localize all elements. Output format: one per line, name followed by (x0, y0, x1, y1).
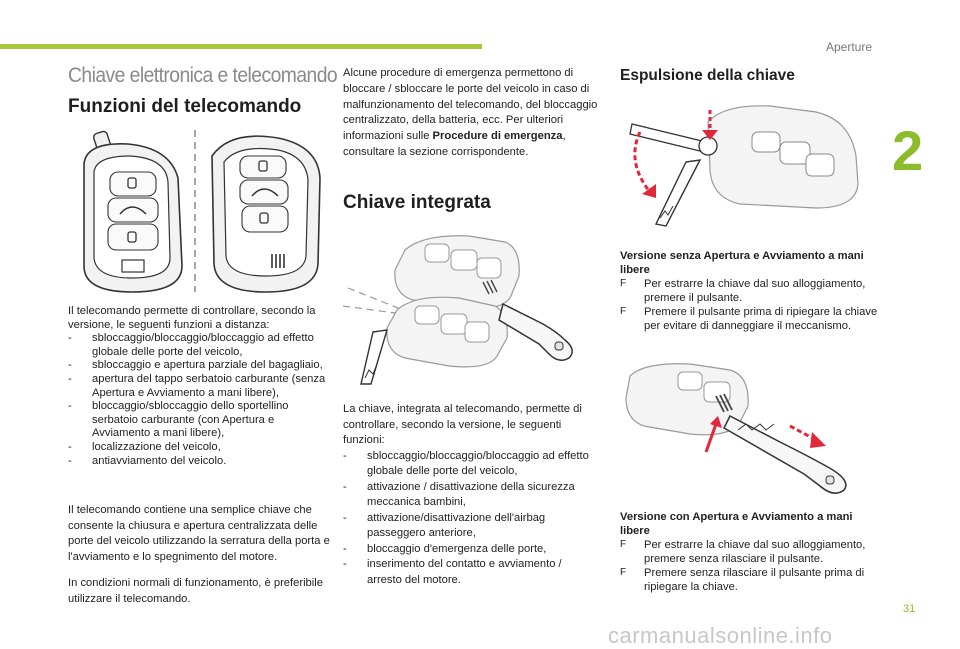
flag-bullet-icon: F (620, 539, 627, 551)
header-accent-bar (0, 44, 482, 49)
list-item: - apertura del tappo serbatoio carburante… (68, 373, 328, 400)
flag-bullet-icon: F (620, 278, 627, 290)
subhead-without-handsfree: Versione senza Apertura e Avviamento a m… (620, 250, 864, 276)
dash-bullet: - (343, 511, 347, 524)
list-item-text: localizzazione del veicolo, (92, 440, 221, 453)
list-item: - localizzazione del veicolo, (68, 441, 328, 455)
list-item-text: bloccaggio d'emergenza delle porte, (367, 542, 547, 555)
list-item-text: inserimento del contatto e avviamento / … (367, 558, 562, 586)
recommendation-text: In condizioni normali di funzionamento, … (68, 577, 323, 605)
integrated-key-illustration (343, 235, 573, 385)
ejection-list-handsfree: F Per estrarre la chiave dal suo alloggia… (620, 538, 882, 594)
emergency-procedures-ref: Procedure di emergenza (432, 130, 563, 143)
list-item-text: antiavviamento del veicolo. (92, 454, 227, 467)
remote-functions-intro: Il telecomando permette di controllare, … (68, 305, 316, 331)
key-fob-closed (394, 235, 520, 310)
dash-bullet: - (68, 440, 72, 453)
list-item-text: Premere il pulsante prima di ripiegare l… (644, 306, 878, 333)
list-item: - sbloccaggio e apertura parziale del bag… (68, 359, 328, 373)
list-item: - inserimento del contatto e avviamento /… (343, 557, 598, 588)
chapter-number: 2 (892, 119, 924, 182)
heading-key-ejection: Espulsione della chiave (620, 67, 795, 84)
emergency-text-b: , consultare la sezione corrispondente. (343, 130, 566, 158)
emergency-procedures-paragraph: Alcune procedure di emergenza permettono… (343, 66, 598, 161)
list-item-text: Per estrarre la chiave dal suo alloggiam… (644, 539, 866, 566)
key-ejection-illustration-2 (625, 363, 847, 494)
dash-bullet: - (343, 542, 347, 555)
chapter-label: Aperture (825, 40, 872, 54)
dash-bullet: - (343, 480, 347, 493)
flag-bullet-icon: F (620, 306, 627, 318)
list-item: F Premere il pulsante prima di ripiegare … (620, 305, 880, 333)
list-item: - attivazione / disattivazione della sicu… (343, 480, 598, 511)
integrated-key-intro: La chiave, integrata al telecomando, per… (343, 403, 582, 446)
heading-remote-functions: Funzioni del telecomando (68, 96, 302, 117)
remote-functions-block: Il telecomando permette di controllare, … (68, 305, 328, 468)
remote-fob-right (211, 135, 321, 293)
dash-bullet: - (68, 372, 72, 385)
heading-integrated-key: Chiave integrata (343, 192, 491, 213)
key-fob-open (360, 296, 573, 385)
ejection-block-standard: Versione senza Apertura e Avviamento a m… (620, 250, 880, 333)
page-number: 31 (903, 603, 916, 615)
list-item: - sbloccaggio/bloccaggio/bloccaggio ad ef… (68, 332, 328, 359)
list-item: F Per estrarre la chiave dal suo alloggia… (620, 538, 882, 566)
ejection-block-handsfree: Versione con Apertura e Avviamento a man… (620, 511, 882, 594)
integrated-key-list: - sbloccaggio/bloccaggio/bloccaggio ad ef… (343, 449, 598, 589)
dash-bullet: - (343, 449, 347, 462)
press-arrow-icon (702, 110, 718, 140)
dash-bullet: - (68, 400, 72, 413)
dash-bullet: - (68, 359, 72, 372)
press-arrow-icon (704, 416, 722, 453)
list-item-text: bloccaggio/sbloccaggio dello sportellino… (92, 400, 289, 440)
dash-bullet: - (68, 332, 72, 345)
list-item: - bloccaggio/sbloccaggio dello sportellin… (68, 400, 328, 441)
simple-key-paragraph: Il telecomando contiene una semplice chi… (68, 492, 330, 619)
integrated-key-block: La chiave, integrata al telecomando, per… (343, 402, 598, 588)
section-title: Chiave elettronica e telecomando (68, 64, 338, 87)
simple-key-text: Il telecomando contiene una semplice chi… (68, 504, 330, 563)
remote-fob-left (83, 130, 183, 293)
emergency-text-a: Alcune procedure di emergenza permettono… (343, 67, 598, 143)
slide-arrow-icon (789, 424, 826, 448)
dash-bullet: - (68, 454, 72, 467)
list-item: - bloccaggio d'emergenza delle porte, (343, 542, 598, 558)
list-item: F Per estrarre la chiave dal suo alloggia… (620, 277, 880, 305)
list-item-text: sbloccaggio/bloccaggio/bloccaggio ad eff… (92, 332, 314, 358)
ejection-list-standard: F Per estrarre la chiave dal suo alloggia… (620, 277, 880, 333)
subhead-with-handsfree: Versione con Apertura e Avviamento a man… (620, 511, 853, 537)
list-item-text: Per estrarre la chiave dal suo alloggiam… (644, 278, 866, 305)
watermark: carmanualsonline.info (608, 623, 833, 648)
list-item: - sbloccaggio/bloccaggio/bloccaggio ad ef… (343, 449, 598, 480)
dash-bullet: - (343, 558, 347, 570)
flag-bullet-icon: F (620, 567, 627, 579)
list-item-text: sbloccaggio/bloccaggio/bloccaggio ad eff… (367, 449, 589, 478)
list-item-text: attivazione / disattivazione della sicur… (367, 480, 575, 509)
list-item: - attivazione/disattivazione dell'airbag … (343, 511, 598, 542)
list-item: - antiavviamento del veicolo. (68, 455, 328, 469)
list-item: F Premere senza rilasciare il pulsante pr… (620, 566, 882, 594)
list-item-text: attivazione/disattivazione dell'airbag p… (367, 511, 546, 540)
key-fobs-illustration (70, 126, 330, 298)
list-item-text: Premere senza rilasciare il pulsante pri… (644, 567, 865, 594)
remote-functions-list: - sbloccaggio/bloccaggio/bloccaggio ad ef… (68, 332, 328, 468)
list-item-text: sbloccaggio e apertura parziale del baga… (92, 359, 323, 372)
rotate-arrow-icon (633, 131, 656, 198)
key-ejection-illustration-1 (629, 105, 859, 227)
list-item-text: apertura del tappo serbatoio carburante … (92, 372, 326, 399)
